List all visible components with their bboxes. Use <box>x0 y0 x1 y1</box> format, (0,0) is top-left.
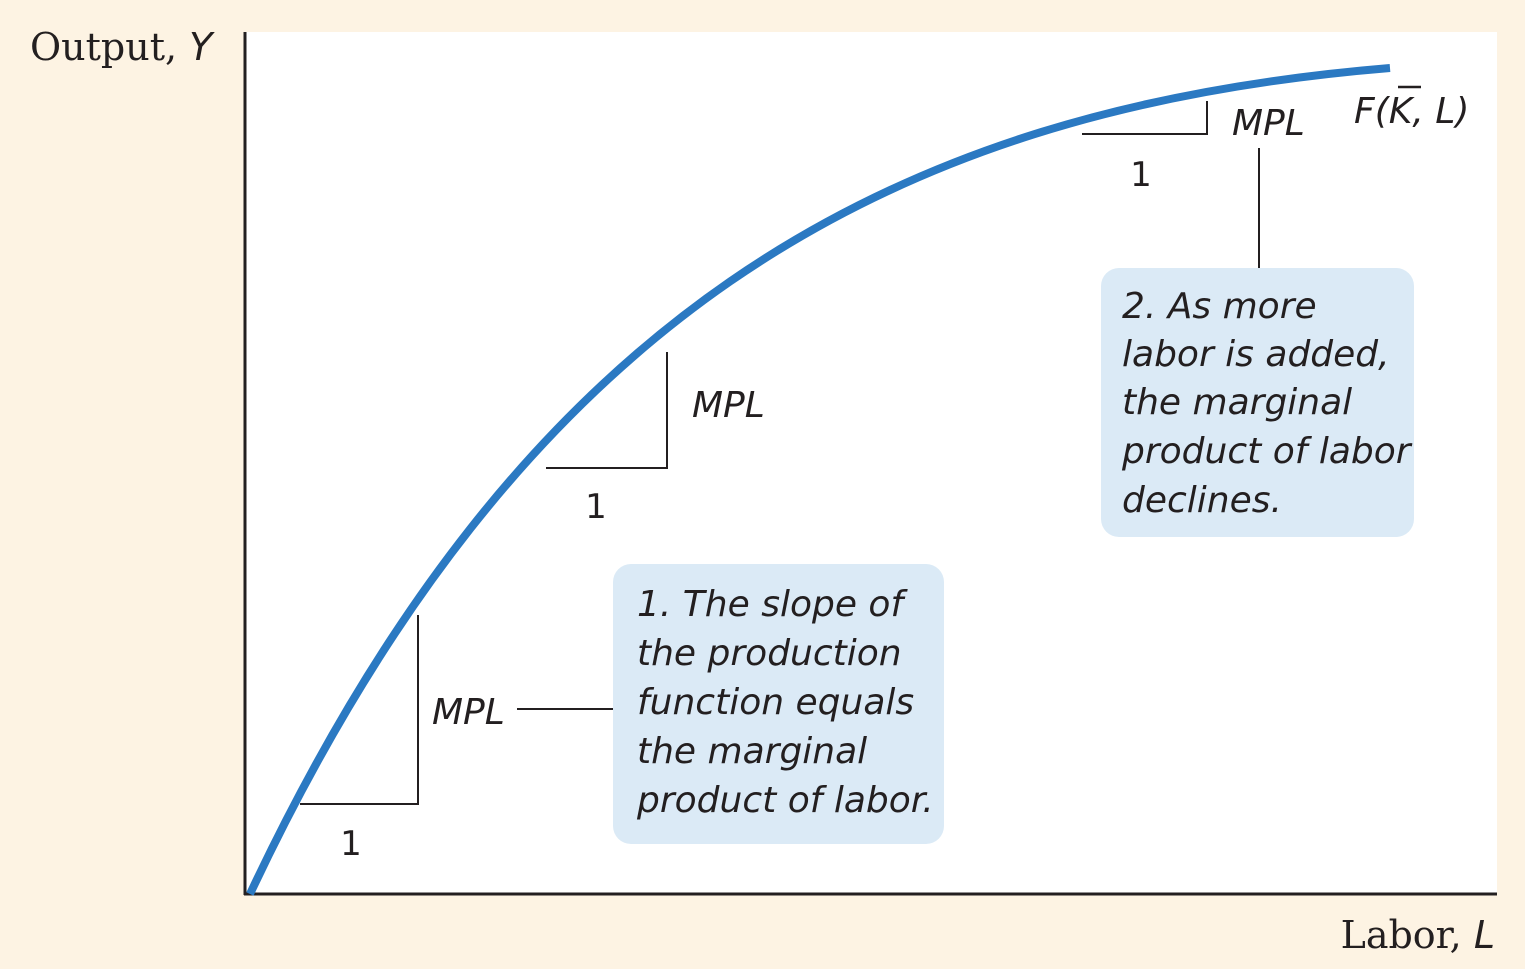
callout-2-box <box>1101 268 1414 537</box>
curve-label: F(K, L) <box>1354 85 1469 132</box>
y-axis-variable: Y <box>189 25 215 69</box>
mpl-triangle-3-label: MPL <box>1232 103 1305 144</box>
mpl-triangle-1: MPL 1 <box>300 615 613 864</box>
callout-1-line-3: function equals <box>637 682 914 723</box>
callout-1-line-5: product of labor. <box>636 780 934 821</box>
callout-2-line-1: 2. As more <box>1122 286 1317 327</box>
y-axis-title-prefix: Output, <box>30 25 189 69</box>
callout-2-line-5: declines. <box>1122 480 1282 521</box>
callout-2-line-4: product of labor <box>1121 431 1413 472</box>
mpl-triangle-3: MPL 1 <box>1082 101 1305 269</box>
callout-2-line-3: the marginal <box>1122 382 1352 423</box>
callout-1-line-1: 1. The slope of <box>637 584 908 625</box>
mpl-triangle-1-legs <box>300 615 419 805</box>
x-axis-title-prefix: Labor, <box>1341 913 1474 957</box>
callout-1-text: 1. The slope of the production function … <box>636 584 934 821</box>
y-axis-title: Output, Y <box>30 25 215 69</box>
callout-2: 2. As more labor is added, the marginal … <box>1101 268 1422 537</box>
mpl-triangle-3-run: 1 <box>1130 155 1152 195</box>
mpl-triangle-2-legs <box>546 352 668 469</box>
svg-text:F(K, L): F(K, L) <box>1354 91 1469 132</box>
mpl-triangle-2: MPL 1 <box>546 352 765 527</box>
curve-label-prefix: F( <box>1354 91 1391 132</box>
callout-1-line-4: the marginal <box>637 731 867 772</box>
curve-label-suffix: , L) <box>1412 91 1469 132</box>
x-axis-title: Labor, L <box>1341 913 1495 957</box>
callout-1: 1. The slope of the production function … <box>613 564 944 844</box>
production-function-curve <box>246 64 1391 896</box>
curve-label-capital: K <box>1389 91 1415 132</box>
callout-1-line-2: the production <box>637 633 902 674</box>
mpl-triangle-1-label: MPL <box>432 692 505 733</box>
callout-2-line-2: labor is added, <box>1122 334 1390 375</box>
mpl-triangle-1-run: 1 <box>340 824 362 864</box>
mpl-triangle-3-legs <box>1082 101 1208 135</box>
mpl-triangle-2-label: MPL <box>692 385 765 426</box>
callout-2-text: 2. As more labor is added, the marginal … <box>1121 286 1422 521</box>
mpl-triangle-2-run: 1 <box>585 487 607 527</box>
callout-1-box <box>613 564 944 844</box>
x-axis-variable: L <box>1474 913 1495 957</box>
